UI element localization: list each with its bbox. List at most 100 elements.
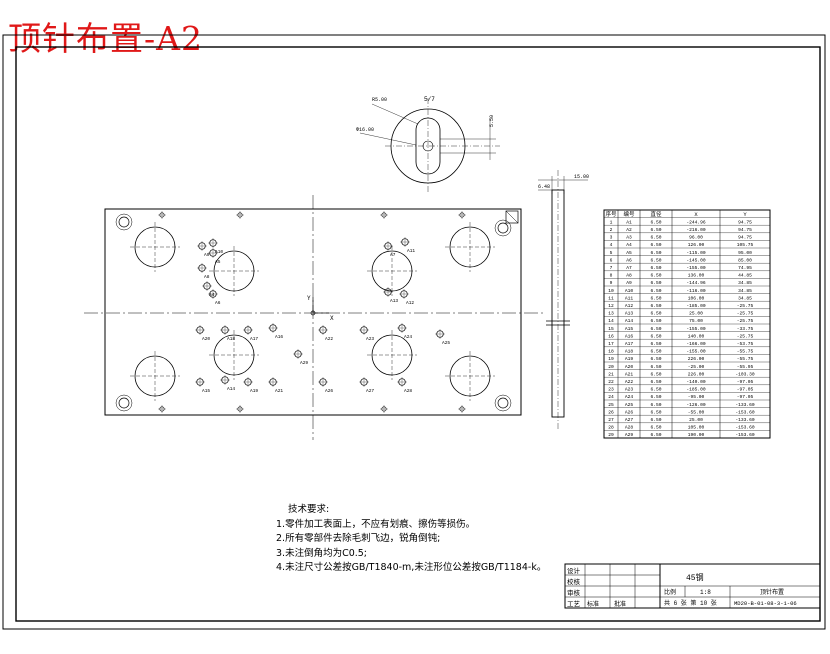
table-cell: 26 xyxy=(608,409,614,415)
ejector-pin-label: A24 xyxy=(404,334,412,340)
table-cell: 6.50 xyxy=(650,318,661,324)
table-cell: -115.00 xyxy=(686,250,706,256)
table-cell: A29 xyxy=(625,432,634,438)
table-cell: -155.00 xyxy=(686,326,706,332)
table-cell: 20 xyxy=(608,364,614,370)
table-cell: A3 xyxy=(626,235,632,241)
table-cell: 126.00 xyxy=(688,242,705,248)
ejector-pin-label: A10 xyxy=(215,249,223,255)
side-view: 15.00 6.48 xyxy=(538,170,589,430)
table-cell: -25.75 xyxy=(737,311,754,317)
table-cell: -33.75 xyxy=(737,326,754,332)
table-cell: A14 xyxy=(625,318,634,324)
table-cell: 106.00 xyxy=(688,295,705,301)
table-cell: A26 xyxy=(625,409,634,415)
table-header-cell: Y xyxy=(743,211,747,218)
table-cell: 6.50 xyxy=(650,219,661,225)
table-cell: 3 xyxy=(610,235,613,241)
table-cell: -25.00 xyxy=(688,364,705,370)
table-cell: 29 xyxy=(608,432,614,438)
table-cell: 75.00 xyxy=(689,318,703,324)
table-cell: 6.50 xyxy=(650,242,661,248)
table-cell: 6.50 xyxy=(650,227,661,233)
table-cell: 190.00 xyxy=(688,432,705,438)
table-cell: -185.00 xyxy=(686,303,706,309)
table-cell: -216.00 xyxy=(686,227,706,233)
table-cell: -55.75 xyxy=(737,349,754,355)
table-cell: 24 xyxy=(608,394,614,400)
table-cell: A4 xyxy=(626,242,632,248)
table-cell: 19 xyxy=(608,356,614,362)
table-cell: A11 xyxy=(625,295,634,301)
table-cell: 18 xyxy=(608,349,614,355)
table-cell: 2 xyxy=(610,227,613,233)
table-cell: A6 xyxy=(626,257,632,263)
tb-sheets: 共 6 张 第 10 张 xyxy=(664,599,717,607)
tb-drawing-no: MD20-B-01-08-3-1-06 xyxy=(734,600,797,607)
ejector-pin-label: A14 xyxy=(227,386,235,392)
ejector-pin-label: A17 xyxy=(250,336,258,342)
ejector-pin-label: A21 xyxy=(275,388,283,394)
table-cell: 6.50 xyxy=(650,326,661,332)
side-dim-b: 6.48 xyxy=(538,184,550,190)
tb-label-1: 校核 xyxy=(567,577,581,586)
table-cell: -25.75 xyxy=(737,333,754,339)
tb-material: 45钢 xyxy=(686,572,704,583)
axis-x-label: X xyxy=(330,315,334,322)
table-cell: -155.00 xyxy=(686,265,706,271)
side-dim-a: 15.00 xyxy=(574,174,589,180)
table-cell: 15 xyxy=(608,326,614,332)
table-cell: 16 xyxy=(608,333,614,339)
table-cell: 6.50 xyxy=(650,295,661,301)
table-cell: A20 xyxy=(625,364,634,370)
table-cell: A22 xyxy=(625,379,634,385)
table-cell: 6.50 xyxy=(650,311,661,317)
table-cell: 94.75 xyxy=(738,235,752,241)
table-cell: 6.50 xyxy=(650,257,661,263)
ejector-pin-label: A23 xyxy=(366,336,374,342)
table-cell: -25.75 xyxy=(737,303,754,309)
table-cell: A7 xyxy=(626,265,632,271)
table-cell: 6.50 xyxy=(650,409,661,415)
table-cell: 6.50 xyxy=(650,432,661,438)
ejector-pin-label: A6 xyxy=(215,300,221,306)
table-cell: 226.00 xyxy=(688,356,705,362)
tb-part-name: 顶针布置 xyxy=(760,588,784,596)
notes-line: 4.未注尺寸公差按GB/T1840-m,未注形位公差按GB/T1184-k。 xyxy=(276,562,547,573)
table-cell: -153.60 xyxy=(735,432,755,438)
inner-border xyxy=(15,46,821,622)
table-cell: A17 xyxy=(625,341,634,347)
ejector-pin-label: A15 xyxy=(202,388,210,394)
tb-scale-label: 比例 xyxy=(664,588,676,596)
table-cell: 22 xyxy=(608,379,614,385)
ejector-pin-label: A22 xyxy=(325,336,333,342)
table-cell: 14 xyxy=(608,318,614,324)
ejector-pin-label: A8 xyxy=(204,274,210,280)
table-cell: 6.50 xyxy=(650,417,661,423)
table-cell: 85.00 xyxy=(738,257,752,263)
table-cell: 226.00 xyxy=(688,371,705,377)
table-cell: A9 xyxy=(626,280,632,286)
table-cell: -166.00 xyxy=(686,341,706,347)
notes-line: 1.零件加工表面上，不应有划痕、擦伤等损伤。 xyxy=(276,518,476,530)
ejector-pin-label: A11 xyxy=(407,248,415,254)
table-cell: 6.50 xyxy=(650,303,661,309)
table-cell: 8 xyxy=(610,273,613,279)
table-cell: 94.75 xyxy=(738,219,752,225)
table-cell: 6.50 xyxy=(650,402,661,408)
table-cell: -55.75 xyxy=(737,356,754,362)
ejector-pin-label: A26 xyxy=(325,388,333,394)
axis-y-label: Y xyxy=(307,295,311,302)
table-cell: 105.00 xyxy=(688,425,705,431)
table-cell: A23 xyxy=(625,387,634,393)
table-cell: -145.00 xyxy=(686,257,706,263)
table-cell: -95.00 xyxy=(688,394,705,400)
ejector-pin-label: A19 xyxy=(250,388,258,394)
table-cell: 6.50 xyxy=(650,341,661,347)
table-cell: -133.60 xyxy=(735,402,755,408)
table-cell: -116.00 xyxy=(686,288,706,294)
table-cell: 34.85 xyxy=(738,295,752,301)
dim-top: 5/7 xyxy=(424,96,435,103)
